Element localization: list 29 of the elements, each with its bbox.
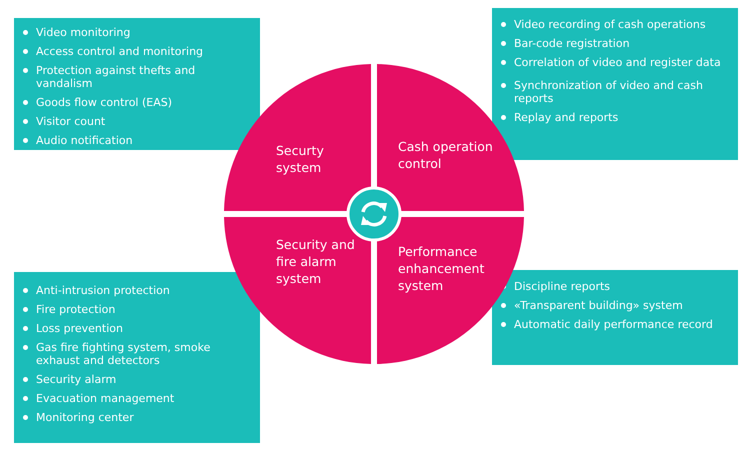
list-item-text: Loss prevention xyxy=(36,322,123,335)
list-item-text: Monitoring center xyxy=(36,411,134,424)
feature-list-panel xyxy=(14,272,260,443)
feature-list-panel xyxy=(492,270,738,365)
list-item-text: Anti-intrusion protection xyxy=(36,284,170,297)
feature-list-panel xyxy=(14,18,260,150)
list-item-text: Replay and reports xyxy=(514,111,618,124)
list-item-text: Visitor count xyxy=(36,115,106,128)
list-item-text: «Transparent building» system xyxy=(514,299,683,312)
segment-title: Cash operation control xyxy=(398,138,494,172)
list-item-text: Video recording of cash operations xyxy=(514,18,706,31)
list-item-text: Protection against thefts and vandalism xyxy=(36,64,196,90)
list-item-text: Bar-code registration xyxy=(514,37,630,50)
list-item-text: Fire protection xyxy=(36,303,116,316)
list-item-text: Goods flow control (EAS) xyxy=(36,96,172,109)
list-item-text: Evacuation management xyxy=(36,392,174,405)
segment-title: Performance enhancement system xyxy=(398,243,486,294)
list-item-text: Video monitoring xyxy=(36,26,130,39)
segment-title: Securty system xyxy=(276,142,325,176)
list-item-text: Automatic daily performance record xyxy=(514,318,713,331)
segment-title: Security and fire alarm system xyxy=(276,236,356,287)
list-item-text: Discipline reports xyxy=(514,280,610,293)
list-item-text: Synchronization of video and cash reports xyxy=(514,79,703,105)
list-item-text: Correlation of video and register data xyxy=(514,56,721,69)
list-item-text: Gas fire fighting system, smoke exhaust and detectors xyxy=(36,341,210,367)
list-item-text: Security alarm xyxy=(36,373,116,386)
list-item-text: Audio notification xyxy=(36,134,133,147)
feature-list-panel xyxy=(492,8,738,160)
list-item-text: Access control and monitoring xyxy=(36,45,204,58)
